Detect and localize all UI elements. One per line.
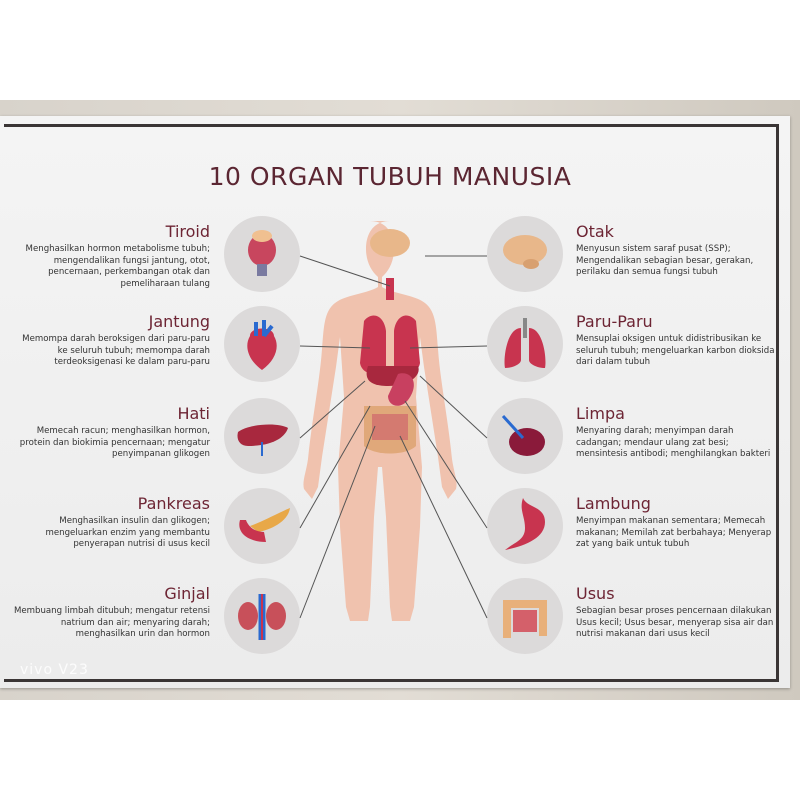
stomach-icon: [505, 498, 545, 550]
intestine-illustration: [487, 578, 563, 654]
organ-description: Memecah racun; menghasilkan hormon, prot…: [19, 426, 210, 459]
brain-mark: [370, 229, 410, 257]
heart-illustration: [224, 306, 300, 382]
organ-name: Pankreas: [137, 494, 210, 513]
brain-icon: [503, 235, 547, 269]
organ-name: Usus: [576, 584, 615, 603]
organ-description: Menyaring darah; menyimpan darah cadanga…: [576, 426, 771, 459]
organ-name: Ginjal: [164, 584, 210, 603]
camera-watermark: vivo V23: [20, 662, 89, 678]
spleen-icon: [501, 414, 545, 456]
lungs-mark: [360, 315, 420, 375]
organ-description: Menyusun sistem saraf pusat (SSP); Menge…: [576, 244, 754, 277]
kidney-illustration: [224, 578, 300, 654]
organ-description: Sebagian besar proses pencernaan dilakuk…: [576, 606, 774, 639]
brain-illustration: [487, 216, 563, 292]
lungs-icon: [504, 318, 546, 368]
spleen-illustration: [487, 398, 563, 474]
human-body-figure: [303, 221, 457, 621]
liver-illustration: [224, 398, 300, 474]
organ-name: Tiroid: [165, 222, 210, 241]
organ-name: Lambung: [576, 494, 651, 513]
organ-description: Membuang limbah ditubuh; mengatur retens…: [13, 606, 210, 639]
organ-description: Menyimpan makanan sementara; Memecah mak…: [576, 516, 772, 549]
liver-icon: [237, 424, 288, 456]
organ-name: Limpa: [576, 404, 625, 423]
organ-name: Jantung: [148, 312, 210, 331]
stomach-illustration: [487, 488, 563, 564]
thyroid-icon: [248, 230, 276, 276]
pancreas-illustration: [224, 488, 300, 564]
organ-description: Memompa darah beroksigen dari paru-paru …: [22, 334, 210, 367]
pancreas-icon: [239, 508, 290, 542]
lungs-illustration: [487, 306, 563, 382]
organ-name: Paru-Paru: [576, 312, 653, 331]
kidney-icon: [238, 594, 286, 640]
intestine-icon: [503, 600, 547, 638]
heart-icon: [247, 320, 277, 370]
poster-title: 10 ORGAN TUBUH MANUSIA: [208, 162, 572, 191]
organ-description: Menghasilkan insulin dan glikogen; menge…: [45, 516, 211, 549]
thyroid-illustration: [224, 216, 300, 292]
organ-description: Menghasilkan hormon metabolisme tubuh; m…: [25, 244, 210, 289]
stomach-mark: [388, 373, 414, 406]
poster-frame: [4, 124, 779, 682]
organ-name: Otak: [576, 222, 614, 241]
organ-name: Hati: [177, 404, 210, 423]
organ-description: Mensuplai oksigen untuk didistribusikan …: [576, 334, 775, 367]
